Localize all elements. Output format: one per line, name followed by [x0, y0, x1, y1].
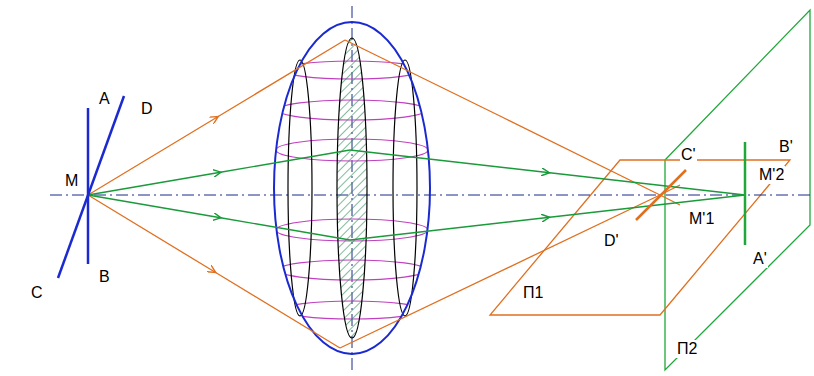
light-ray	[350, 195, 745, 240]
light-ray	[88, 195, 350, 240]
light-ray	[345, 40, 680, 205]
object-segment	[87, 108, 90, 264]
image-plane-2	[665, 10, 810, 370]
point-label: M'1	[688, 210, 715, 228]
point-label: Π1	[522, 284, 544, 302]
point-label: A'	[752, 250, 768, 268]
point-label: M'2	[758, 166, 785, 184]
light-ray	[340, 185, 680, 348]
lens-outline	[274, 22, 430, 354]
lens-section	[393, 60, 417, 316]
point-label: B	[98, 268, 111, 286]
focal-line	[636, 170, 686, 220]
focal-line	[744, 142, 747, 245]
point-label: C	[30, 284, 44, 302]
light-ray	[88, 150, 350, 195]
point-label: C'	[680, 146, 697, 164]
object-segment	[58, 96, 124, 278]
light-ray	[88, 195, 340, 348]
point-label: D'	[603, 232, 620, 250]
point-label: D	[140, 100, 154, 118]
point-label: Π2	[676, 340, 698, 358]
point-label: B'	[778, 138, 794, 156]
lens-section	[288, 60, 312, 316]
point-label: A	[98, 90, 111, 108]
point-label: M	[64, 172, 79, 190]
central-section	[337, 38, 367, 338]
light-ray	[88, 40, 345, 195]
